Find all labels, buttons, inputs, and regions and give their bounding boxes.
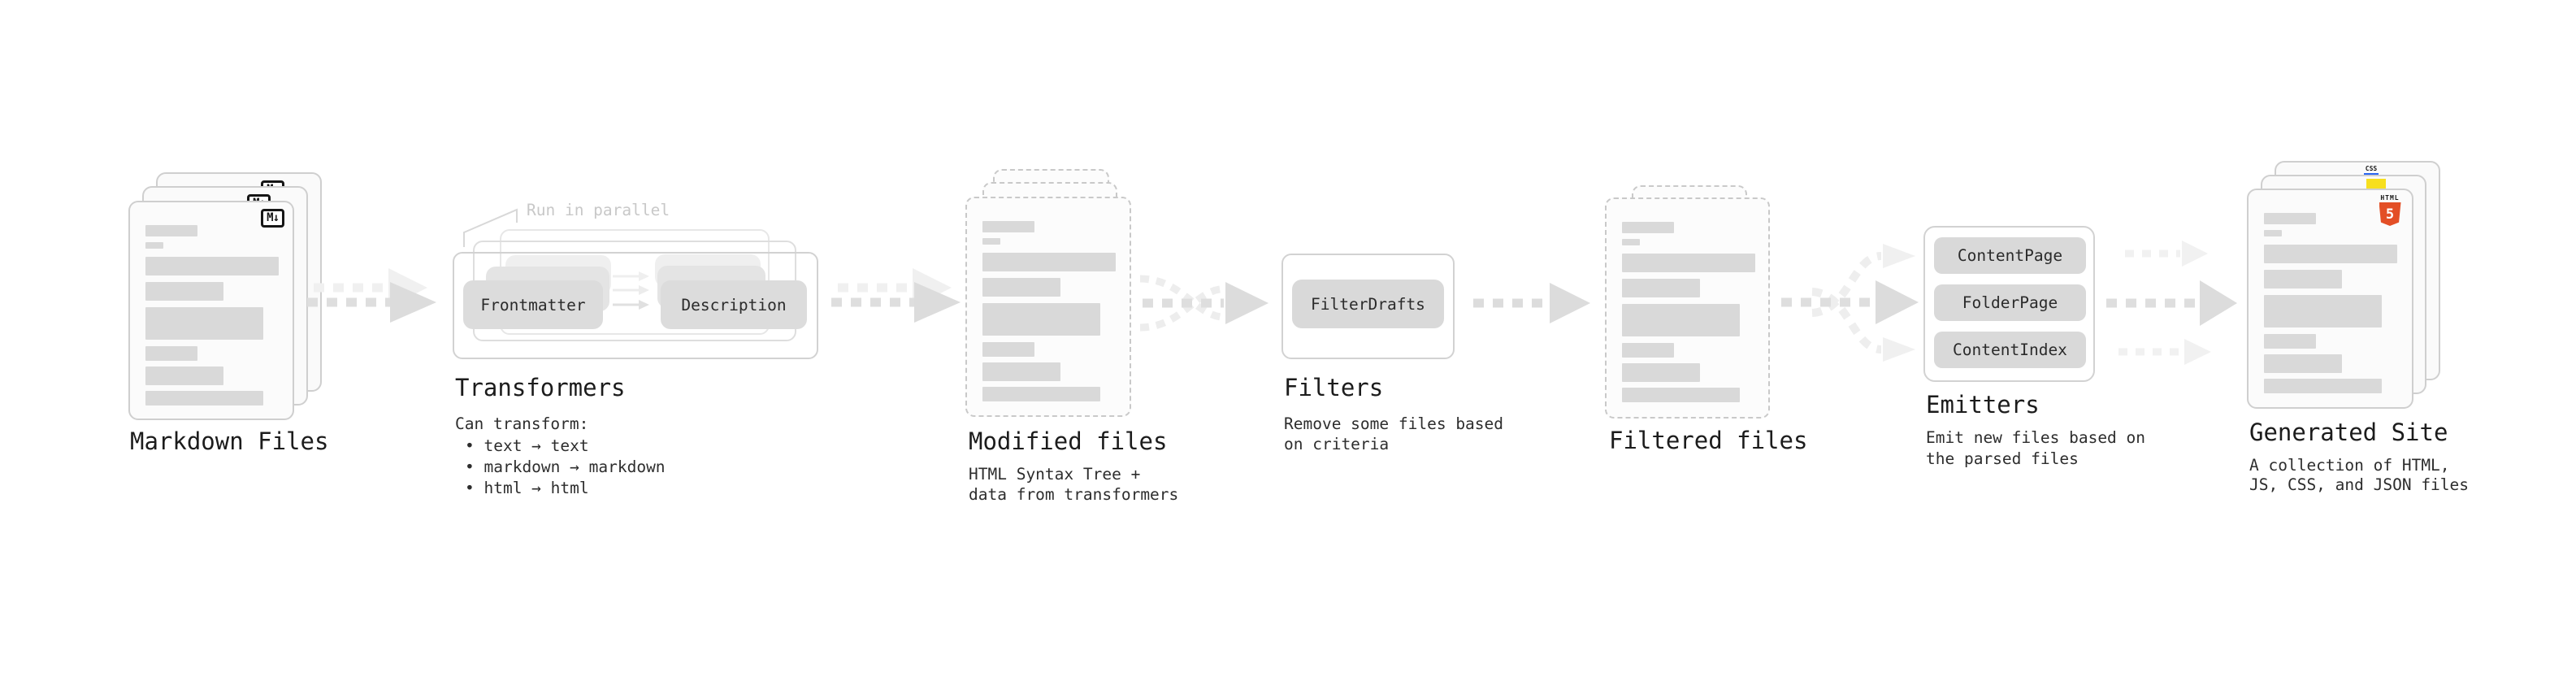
- emitters-box: [1923, 226, 2095, 382]
- subtitle-line: Remove some files based: [1284, 414, 1504, 433]
- filters-box: [1281, 254, 1455, 359]
- stage-label-filtered-files: Filtered files: [1609, 427, 1808, 454]
- arrow-filtered-to-emitters: [1781, 244, 1919, 362]
- content-line: [1622, 254, 1755, 272]
- content-line: [145, 257, 279, 275]
- css-icon-label: CSS: [2365, 165, 2378, 172]
- arrow-filters-to-filtered: [1473, 283, 1590, 323]
- arrow-modified-to-filters: [1139, 275, 1268, 332]
- content-line: [2264, 354, 2342, 373]
- subtitle-line: A collection of HTML,: [2249, 456, 2450, 475]
- transformers-capability-list: text → text markdown → markdown html → h…: [465, 436, 666, 499]
- content-line: [982, 278, 1060, 297]
- description-pill: Description: [661, 280, 807, 329]
- content-line: [1622, 239, 1640, 245]
- content-index-pill: ContentIndex: [1934, 332, 2086, 368]
- file-card-front: [1605, 197, 1770, 419]
- content-line: [2264, 379, 2382, 393]
- list-item: markdown → markdown: [465, 457, 665, 478]
- content-line: [2264, 213, 2316, 224]
- arrow-transformers-to-modified: [831, 268, 961, 323]
- content-line: [2264, 295, 2382, 327]
- content-line: [2264, 230, 2282, 236]
- content-line: [1622, 388, 1740, 402]
- content-line: [1622, 363, 1700, 382]
- content-line: [982, 387, 1100, 401]
- content-line: [982, 303, 1100, 336]
- stage-label-transformers: Transformers: [455, 374, 626, 401]
- content-line: [2264, 334, 2316, 349]
- content-line: [145, 367, 223, 385]
- transformer-box-front: [453, 252, 818, 359]
- modified-files-subtitle: HTML Syntax Tree + data from transformer…: [969, 464, 1178, 505]
- list-item: text → text: [465, 436, 666, 457]
- content-line: [145, 225, 197, 236]
- document-content-skeleton: [145, 225, 279, 412]
- content-line: [2264, 245, 2397, 263]
- document-content-skeleton: [2264, 213, 2397, 400]
- content-line: [2264, 270, 2342, 288]
- markdown-icon: M↓: [261, 209, 284, 228]
- run-in-parallel-note: Run in parallel: [527, 201, 670, 219]
- content-line: [1622, 279, 1700, 297]
- content-line: [145, 307, 263, 340]
- content-line: [982, 362, 1060, 381]
- stage-label-modified-files: Modified files: [969, 427, 1168, 455]
- arrow-markdown-to-transformers: [307, 268, 436, 323]
- content-line: [1622, 343, 1674, 358]
- subtitle-line: data from transformers: [969, 485, 1179, 504]
- arrow-emitters-to-generated: [2106, 241, 2237, 365]
- transformers-subtitle: Can transform:: [455, 414, 589, 433]
- css-icon-underline: [2364, 173, 2379, 176]
- folder-page-pill: FolderPage: [1934, 284, 2086, 321]
- stage-label-generated-site: Generated Site: [2249, 419, 2448, 446]
- subtitle-line: on criteria: [1284, 435, 1390, 453]
- content-line: [145, 391, 263, 406]
- emitters-subtitle: Emit new files based on the parsed files: [1926, 427, 2145, 470]
- content-line: [982, 342, 1034, 357]
- file-card-front: HTML 5: [2247, 189, 2413, 409]
- content-line: [145, 282, 223, 301]
- list-item: html → html: [465, 478, 666, 499]
- content-line: [1622, 222, 1674, 233]
- document-content-skeleton: [1622, 222, 1755, 409]
- filters-subtitle: Remove some files based on criteria: [1284, 414, 1503, 454]
- stage-label-filters: Filters: [1284, 374, 1384, 401]
- content-page-pill: ContentPage: [1934, 237, 2086, 274]
- document-content-skeleton: [982, 221, 1116, 408]
- frontmatter-pill: Frontmatter: [463, 280, 603, 329]
- content-line: [982, 253, 1116, 271]
- file-card-front: [965, 197, 1131, 417]
- html5-icon-shield: 5: [2379, 202, 2401, 226]
- javascript-icon: [2366, 179, 2386, 189]
- subtitle-line: Emit new files based on: [1926, 428, 2146, 447]
- stage-label-emitters: Emitters: [1926, 391, 2040, 419]
- subtitle-line: HTML Syntax Tree +: [969, 465, 1141, 484]
- content-line: [145, 242, 163, 249]
- run-in-parallel-callout-line: [463, 208, 518, 247]
- filter-drafts-pill: FilterDrafts: [1292, 280, 1444, 328]
- content-line: [982, 221, 1034, 232]
- subtitle-line: the parsed files: [1926, 449, 2079, 468]
- content-line: [145, 346, 197, 361]
- content-line: [1622, 304, 1740, 336]
- content-line: [982, 238, 1000, 245]
- file-card-front: M↓: [128, 201, 294, 420]
- css-icon: CSS: [2364, 166, 2379, 176]
- html5-icon: HTML 5: [2376, 194, 2404, 226]
- html5-icon-label: HTML: [2380, 194, 2400, 202]
- generated-site-subtitle: A collection of HTML, JS, CSS, and JSON …: [2249, 456, 2469, 495]
- stage-label-markdown-files: Markdown Files: [130, 427, 329, 455]
- subtitle-line: JS, CSS, and JSON files: [2249, 475, 2470, 494]
- parallel-transform-arrows: [613, 271, 649, 310]
